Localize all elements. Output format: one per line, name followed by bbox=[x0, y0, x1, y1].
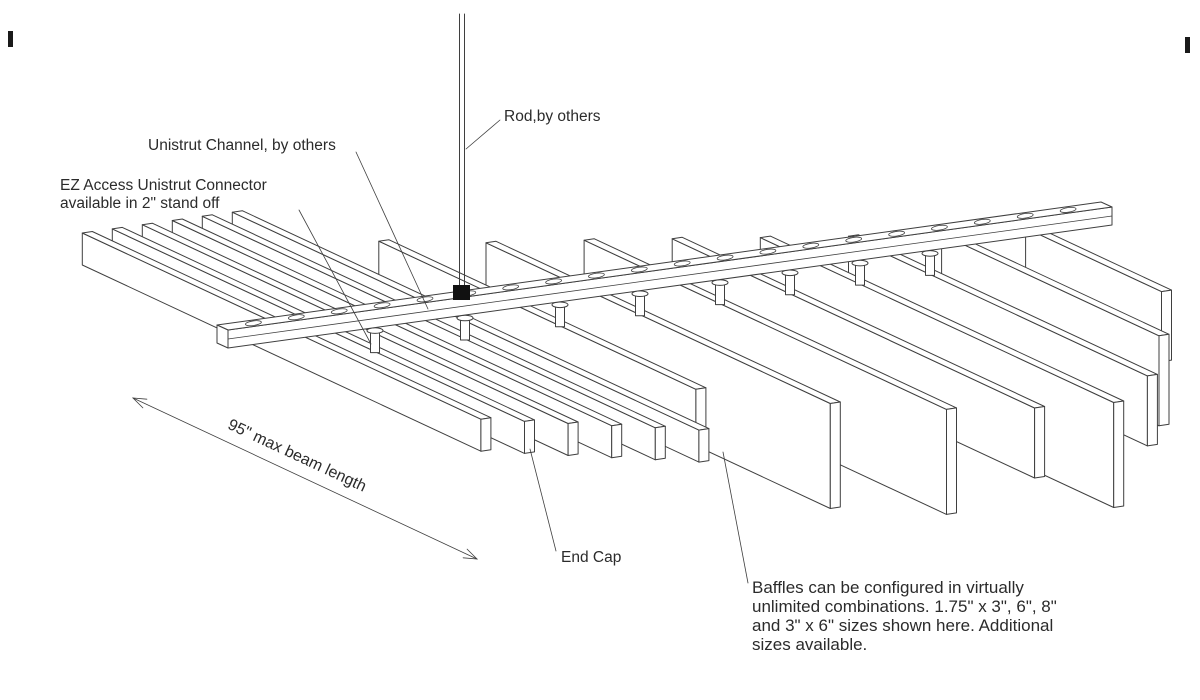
connector-post bbox=[551, 301, 569, 328]
channel-slot bbox=[588, 272, 605, 279]
channel-label: Unistrut Channel, by others bbox=[148, 137, 336, 154]
channel-slot bbox=[245, 320, 262, 327]
beam-length-label: 95" max beam length bbox=[225, 416, 369, 495]
channel-lip-line bbox=[227, 215, 1113, 340]
channel-slot bbox=[673, 260, 691, 267]
channel-leader-line bbox=[355, 151, 429, 310]
crop-mark-top-left bbox=[8, 31, 13, 47]
channel-slot bbox=[373, 302, 391, 309]
rod-channel-connector bbox=[453, 285, 470, 300]
baffle-end-face bbox=[698, 428, 710, 463]
channel-slots bbox=[245, 206, 1077, 327]
connector-posts bbox=[366, 250, 939, 354]
dimension-line bbox=[132, 397, 478, 560]
connector-post bbox=[631, 290, 649, 317]
channel-slot bbox=[287, 314, 305, 321]
crop-mark-top-right bbox=[1185, 37, 1190, 53]
channel-slot bbox=[502, 284, 520, 291]
baffle-end-face bbox=[567, 421, 579, 456]
connector-post bbox=[921, 250, 939, 276]
channel-slot bbox=[1016, 212, 1034, 219]
baffle-end-face bbox=[1146, 373, 1158, 447]
annotations: Unistrut Channel, by others EZ Access Un… bbox=[60, 108, 1057, 654]
connector-label-line1: EZ Access Unistrut Connector bbox=[60, 177, 267, 194]
rod-label: Rod,by others bbox=[504, 108, 601, 125]
channel-end-face bbox=[216, 324, 229, 349]
baffle-array bbox=[81, 210, 1172, 515]
baffle-end-face bbox=[946, 407, 957, 515]
leader-lines bbox=[298, 119, 749, 584]
rod-leader-line bbox=[465, 119, 501, 150]
channel-slot bbox=[759, 248, 777, 255]
channel-slot bbox=[802, 242, 820, 249]
baffle-note-line: unlimited combinations. 1.75" x 3", 6", … bbox=[752, 597, 1057, 616]
end-cap-label: End Cap bbox=[561, 549, 621, 566]
baffle-note-line: Baffles can be configured in virtually bbox=[752, 578, 1024, 597]
channel-slot bbox=[716, 254, 734, 261]
channel-slot bbox=[1059, 206, 1077, 213]
hanger-rod bbox=[453, 13, 470, 300]
baffle-end-face bbox=[611, 423, 623, 459]
channel-slot bbox=[973, 218, 991, 225]
baffle-end-face bbox=[524, 419, 535, 454]
end-cap-leader-line bbox=[529, 448, 557, 552]
connector-label-line2: available in 2" stand off bbox=[60, 195, 220, 212]
connector-post bbox=[851, 259, 869, 286]
channel-slot bbox=[330, 308, 348, 315]
baffle-end-face bbox=[654, 425, 666, 461]
unistrut-channel bbox=[216, 201, 1113, 349]
connector-post bbox=[711, 279, 729, 306]
dimension-arrowhead bbox=[462, 548, 479, 560]
dimension-arrowhead bbox=[131, 397, 148, 409]
baffle-note: Baffles can be configured in virtually u… bbox=[752, 578, 1057, 654]
baffle-note-leader-line bbox=[722, 451, 749, 584]
channel-slot bbox=[416, 296, 434, 303]
baffle-end-face bbox=[1034, 406, 1046, 479]
baffle-end-face bbox=[1158, 333, 1170, 427]
baffle-end-face bbox=[829, 401, 841, 509]
baffle-note-line: sizes available. bbox=[752, 635, 867, 654]
connector-post bbox=[781, 269, 799, 296]
channel-slot bbox=[845, 236, 863, 243]
connector-leader-line bbox=[298, 209, 372, 345]
baffle-end-face bbox=[1113, 400, 1125, 508]
channel-slot bbox=[630, 266, 648, 273]
channel-slot bbox=[545, 278, 562, 285]
channel-slot bbox=[931, 224, 948, 231]
baffle-end-face bbox=[480, 417, 492, 452]
channel-slot bbox=[888, 230, 905, 237]
baffle-note-line: and 3" x 6" sizes shown here. Additional bbox=[752, 616, 1053, 635]
